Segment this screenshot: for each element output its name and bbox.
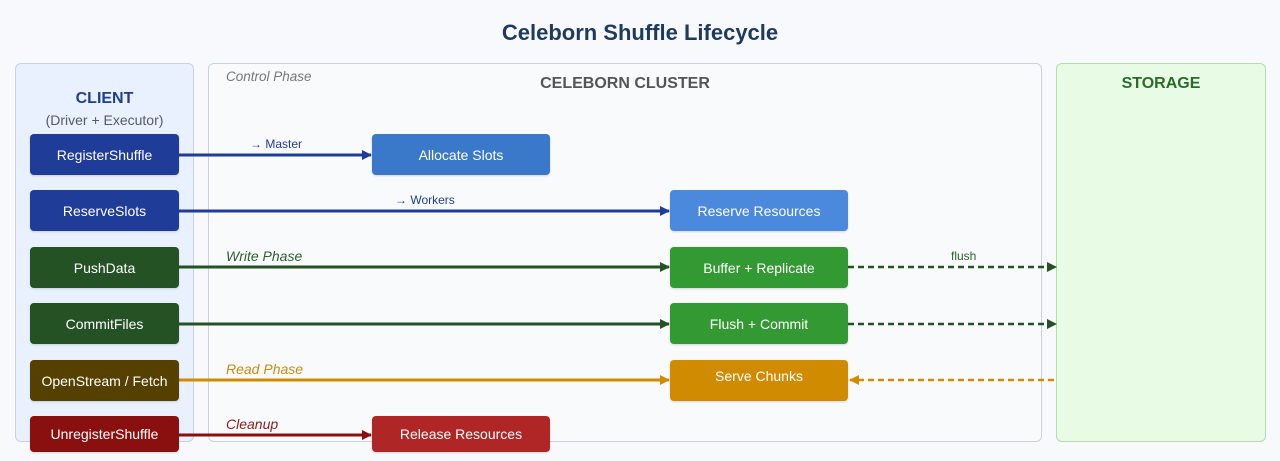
- step-reserve-resources: Reserve Resources: [670, 190, 848, 231]
- control-phase-label: Control Phase: [226, 69, 312, 84]
- step-register-shuffle: RegisterShuffle: [30, 134, 179, 175]
- step-allocate-slots: Allocate Slots: [372, 134, 550, 175]
- cluster-title: CELEBORN CLUSTER: [540, 75, 710, 92]
- read-phase-label: Read Phase: [226, 361, 304, 377]
- client-title: CLIENT: [75, 90, 134, 107]
- step-flush-commit: Flush + Commit: [670, 303, 848, 344]
- edge-label-to-master: → Master: [250, 137, 303, 151]
- step-push-data: PushData: [30, 247, 179, 288]
- write-phase-label: Write Phase: [226, 248, 303, 264]
- step-serve-chunks: Serve Chunks: [670, 360, 848, 401]
- step-open-stream-fetch: OpenStream / Fetch: [30, 360, 179, 401]
- edge-label-to-workers: → Workers: [395, 193, 455, 207]
- edge-label-flush: flush: [951, 249, 977, 263]
- step-reserve-slots: ReserveSlots: [30, 190, 179, 231]
- client-subtitle: (Driver + Executor): [45, 112, 164, 128]
- step-buffer-replicate: Buffer + Replicate: [670, 247, 848, 288]
- step-unregister-shuffle: UnregisterShuffle: [30, 416, 179, 452]
- step-commit-files: CommitFiles: [30, 303, 179, 344]
- storage-title: STORAGE: [1121, 75, 1201, 92]
- diagram-title: Celeborn Shuffle Lifecycle: [501, 20, 779, 45]
- cleanup-phase-label: Cleanup: [226, 416, 279, 432]
- storage-panel: [1056, 63, 1266, 442]
- step-release-resources: Release Resources: [372, 416, 550, 452]
